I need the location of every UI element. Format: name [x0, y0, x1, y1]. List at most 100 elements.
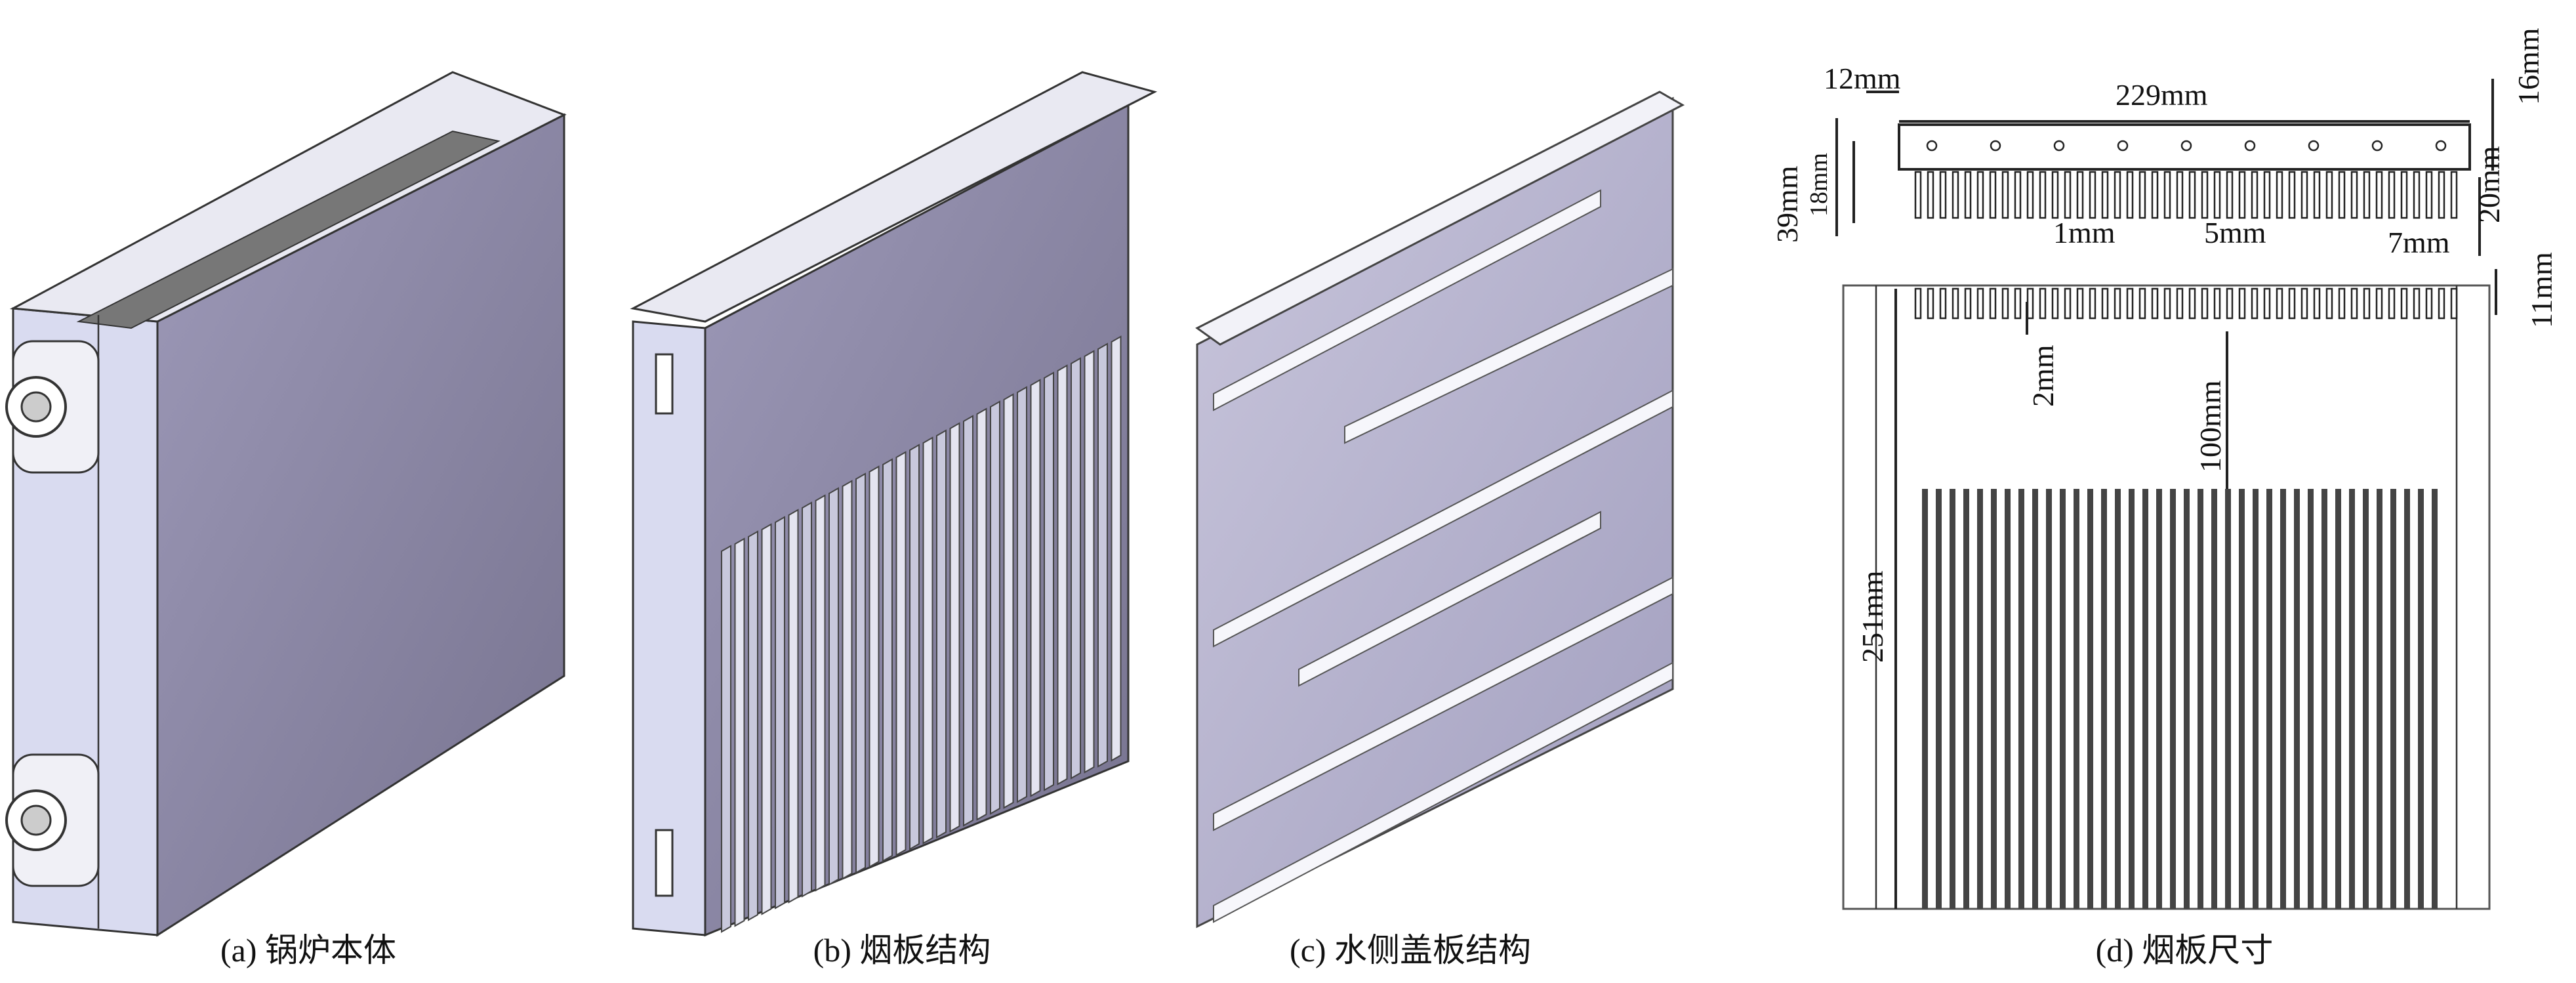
- header-fin: [2076, 287, 2084, 320]
- dim-20mm: 20mm: [2472, 146, 2506, 223]
- top-fin: [1964, 171, 1972, 219]
- flue-fin: [2184, 489, 2190, 909]
- fin: [936, 429, 947, 839]
- top-fin: [1952, 171, 1959, 219]
- flue-fin: [2321, 489, 2327, 909]
- flue-fin: [2087, 489, 2093, 909]
- dim-39mm: 39mm: [1770, 165, 1804, 243]
- flue-fin: [1991, 489, 1997, 909]
- top-fin: [1989, 171, 1997, 219]
- top-view-fins: [1914, 140, 2458, 219]
- header-fin: [2188, 287, 2196, 320]
- top-fin: [2413, 171, 2421, 219]
- flue-fin: [2198, 489, 2203, 909]
- bolt-hole: [2180, 140, 2192, 152]
- rib: [1298, 511, 1601, 687]
- header-fin: [2325, 287, 2333, 320]
- header-fin: [2089, 287, 2096, 320]
- header-fin: [2413, 287, 2421, 320]
- top-fin: [2163, 171, 2171, 219]
- flue-fin: [2060, 489, 2066, 909]
- header-fin: [2026, 287, 2034, 320]
- flue-fin: [1922, 489, 1928, 909]
- panel-d-dimensions: 12mm 229mm 16mm 39mm 18mm 20mm 1mm 5mm 7…: [1770, 28, 2558, 969]
- top-fin: [2226, 171, 2234, 219]
- top-fin: [2188, 171, 2196, 219]
- bolt-hole: [1990, 140, 2001, 152]
- top-fin: [2089, 171, 2096, 219]
- top-fin: [1976, 171, 1984, 219]
- top-fin: [2450, 171, 2458, 219]
- header-fin: [2400, 287, 2408, 320]
- fin: [1017, 386, 1027, 803]
- bolt-hole: [1926, 140, 1938, 152]
- dim-100mm: 100mm: [2194, 380, 2227, 472]
- fin: [1097, 343, 1108, 768]
- flue-fin: [2349, 489, 2355, 909]
- caption-b: (b) 烟板结构: [813, 932, 991, 969]
- cover-top-rail: [1195, 91, 1685, 346]
- top-fin: [2438, 171, 2445, 219]
- header-fin: [2300, 287, 2308, 320]
- dim-5mm: 5mm: [2204, 216, 2266, 249]
- fin: [721, 545, 731, 933]
- top-fin: [2213, 171, 2221, 219]
- flue-fin: [2280, 489, 2286, 909]
- flue-fin: [2377, 489, 2382, 909]
- header-fin: [1927, 287, 1934, 320]
- header-fin: [2375, 287, 2383, 320]
- top-fin: [2288, 171, 2296, 219]
- header-fin: [2064, 287, 2072, 320]
- header-fin: [2114, 287, 2121, 320]
- fin: [1030, 379, 1041, 797]
- header-fin: [2176, 287, 2184, 320]
- fin: [855, 472, 866, 874]
- dim-16mm: 16mm: [2512, 28, 2545, 105]
- caption-d: (d) 烟板尺寸: [2096, 932, 2274, 969]
- dim-2mm: 2mm: [2026, 345, 2060, 407]
- top-fin: [2201, 171, 2209, 219]
- fin: [828, 487, 839, 886]
- panel-c-water-cover: (c) 水侧盖板结构: [1195, 91, 1685, 969]
- top-fin: [2325, 171, 2333, 219]
- dim-7mm: 7mm: [2388, 226, 2450, 259]
- caption-a: (a) 锅炉本体: [220, 932, 396, 969]
- flue-fin: [2266, 489, 2272, 909]
- bolt-hole: [2053, 140, 2065, 152]
- header-fin: [1976, 287, 1984, 320]
- fin: [949, 422, 960, 833]
- fin: [963, 415, 973, 827]
- header-fin: [2363, 287, 2371, 320]
- top-fin: [2176, 171, 2184, 219]
- top-fin: [2138, 171, 2146, 219]
- bolt-hole: [2371, 140, 2383, 152]
- dim-229mm: 229mm: [2116, 78, 2208, 112]
- top-fin: [2039, 171, 2047, 219]
- fin: [1044, 371, 1054, 791]
- flue-fin: [2129, 489, 2135, 909]
- fin: [1071, 357, 1081, 780]
- header-fin: [2051, 287, 2059, 320]
- fin: [1057, 364, 1068, 785]
- header-fin: [2438, 287, 2445, 320]
- header-fin: [1964, 287, 1972, 320]
- flue-fin: [2005, 489, 2011, 909]
- flue-fin: [2018, 489, 2024, 909]
- flue-fin: [2418, 489, 2424, 909]
- flue-fin: [2074, 489, 2079, 909]
- top-fin: [2375, 171, 2383, 219]
- header-fin: [2238, 287, 2246, 320]
- top-fin: [1939, 171, 1947, 219]
- fin: [1084, 350, 1095, 774]
- header-fin: [2001, 287, 2009, 320]
- top-fin: [2251, 171, 2259, 219]
- header-fin: [2138, 287, 2146, 320]
- header-fin: [2101, 287, 2109, 320]
- dim-11mm: 11mm: [2525, 252, 2558, 328]
- top-fin: [2338, 171, 2346, 219]
- cover-ribs: [1213, 189, 1673, 923]
- flue-fin: [2032, 489, 2038, 909]
- top-fin: [2026, 171, 2034, 219]
- flue-fin: [2156, 489, 2162, 909]
